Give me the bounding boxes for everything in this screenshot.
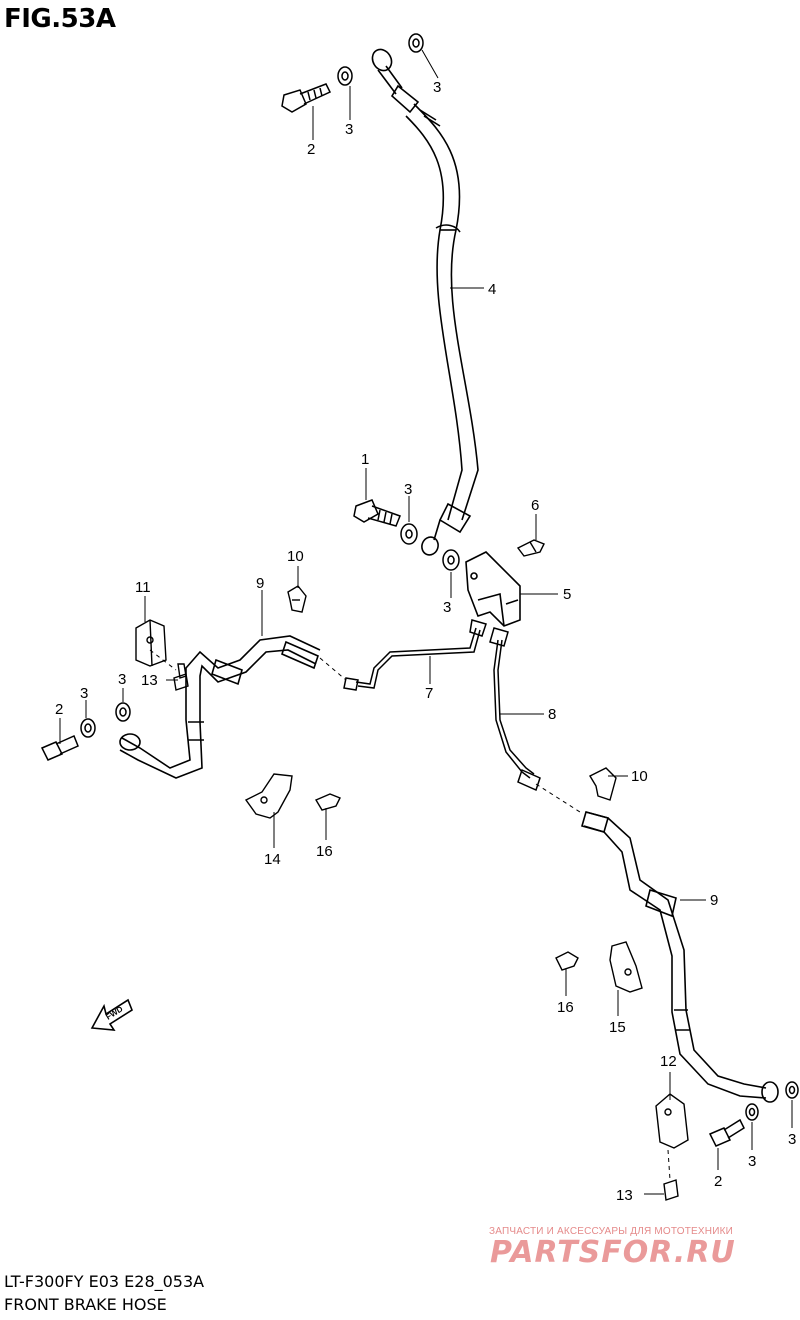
bolt-13-right bbox=[663, 1179, 679, 1201]
callouts: 2 3 3 4 1 3 3 6 5 10 9 11 7 8 3 13 2 3 1… bbox=[55, 79, 796, 1204]
callout-1: 1 bbox=[361, 451, 369, 468]
alignment-dashes bbox=[149, 649, 671, 1181]
watermark-tagline: ЗАПЧАСТИ И АКСЕССУАРЫ ДЛЯ МОТОТЕХНИКИ bbox=[489, 1226, 734, 1237]
footer-model-code: LT-F300FY E03 E28_053A bbox=[4, 1272, 205, 1291]
brake-hose-joint-5 bbox=[465, 551, 521, 627]
brake-hose-9-right bbox=[581, 811, 779, 1103]
washer-3-top-b bbox=[408, 33, 424, 53]
figure-title: FIG.53A bbox=[4, 4, 116, 34]
footer-figure-name: FRONT BRAKE HOSE bbox=[4, 1295, 167, 1314]
bracket-12 bbox=[655, 1093, 689, 1149]
callout-3-top-b: 3 bbox=[433, 79, 441, 96]
callout-3-left-b: 3 bbox=[80, 685, 88, 702]
bracket-15 bbox=[609, 941, 643, 993]
banjo-bolt-2-top bbox=[281, 83, 332, 113]
callout-6: 6 bbox=[531, 497, 539, 514]
callout-2-left: 2 bbox=[55, 701, 63, 718]
callout-14: 14 bbox=[264, 851, 281, 868]
callout-10-left: 10 bbox=[287, 548, 304, 565]
washer-3-mid-a bbox=[400, 523, 418, 545]
bracket-14 bbox=[244, 773, 293, 819]
washer-3-top-a bbox=[337, 66, 353, 86]
washer-3-right-a bbox=[745, 1103, 759, 1121]
callout-4: 4 bbox=[488, 281, 496, 298]
callout-16-left: 16 bbox=[316, 843, 333, 860]
callout-7: 7 bbox=[425, 685, 433, 702]
callout-5: 5 bbox=[563, 586, 571, 603]
washer-3-mid-b bbox=[442, 549, 460, 571]
callout-2-right: 2 bbox=[714, 1173, 722, 1190]
callout-12: 12 bbox=[660, 1053, 677, 1070]
callout-2-top: 2 bbox=[307, 141, 315, 158]
banjo-bolt-2-right bbox=[708, 1118, 745, 1147]
callout-11: 11 bbox=[135, 579, 151, 596]
brake-pipe-7 bbox=[343, 619, 487, 691]
banjo-bolt-1 bbox=[353, 499, 401, 527]
callout-13-right: 13 bbox=[616, 1187, 633, 1204]
bracket-11 bbox=[135, 619, 167, 667]
bolt-16-right bbox=[555, 951, 579, 971]
bolt-6 bbox=[516, 539, 545, 557]
upper-brake-hose bbox=[371, 48, 479, 556]
washer-3-left-a bbox=[115, 702, 131, 722]
fwd-arrow-icon: FWD bbox=[90, 998, 133, 1031]
washer-3-left-b bbox=[80, 718, 96, 738]
callout-3-mid-b: 3 bbox=[443, 599, 451, 616]
callout-9-left: 9 bbox=[256, 575, 264, 592]
clamp-10-left bbox=[287, 585, 307, 613]
washer-3-right-b bbox=[785, 1081, 799, 1099]
callout-16-right: 16 bbox=[557, 999, 574, 1016]
callout-10-right: 10 bbox=[631, 768, 648, 785]
bolt-13-left bbox=[173, 663, 189, 691]
callout-3-mid-a: 3 bbox=[404, 481, 412, 498]
bolt-16-left bbox=[314, 793, 341, 811]
leader-lines bbox=[59, 49, 793, 1195]
callout-3-right-b: 3 bbox=[788, 1131, 796, 1148]
watermark-brand: PARTSFOR.RU bbox=[490, 1235, 736, 1270]
banjo-bolt-2-left bbox=[40, 734, 79, 761]
callout-3-top-a: 3 bbox=[345, 121, 353, 138]
callout-9-right: 9 bbox=[710, 892, 718, 909]
callout-8: 8 bbox=[548, 706, 556, 723]
callout-3-right-a: 3 bbox=[748, 1153, 756, 1170]
brake-hose-9-left bbox=[119, 635, 321, 779]
callout-13-left: 13 bbox=[141, 672, 158, 689]
brake-pipe-8 bbox=[489, 627, 541, 792]
clamp-10-right bbox=[589, 767, 617, 801]
callout-3-left-a: 3 bbox=[118, 671, 126, 688]
callout-15: 15 bbox=[609, 1019, 626, 1036]
